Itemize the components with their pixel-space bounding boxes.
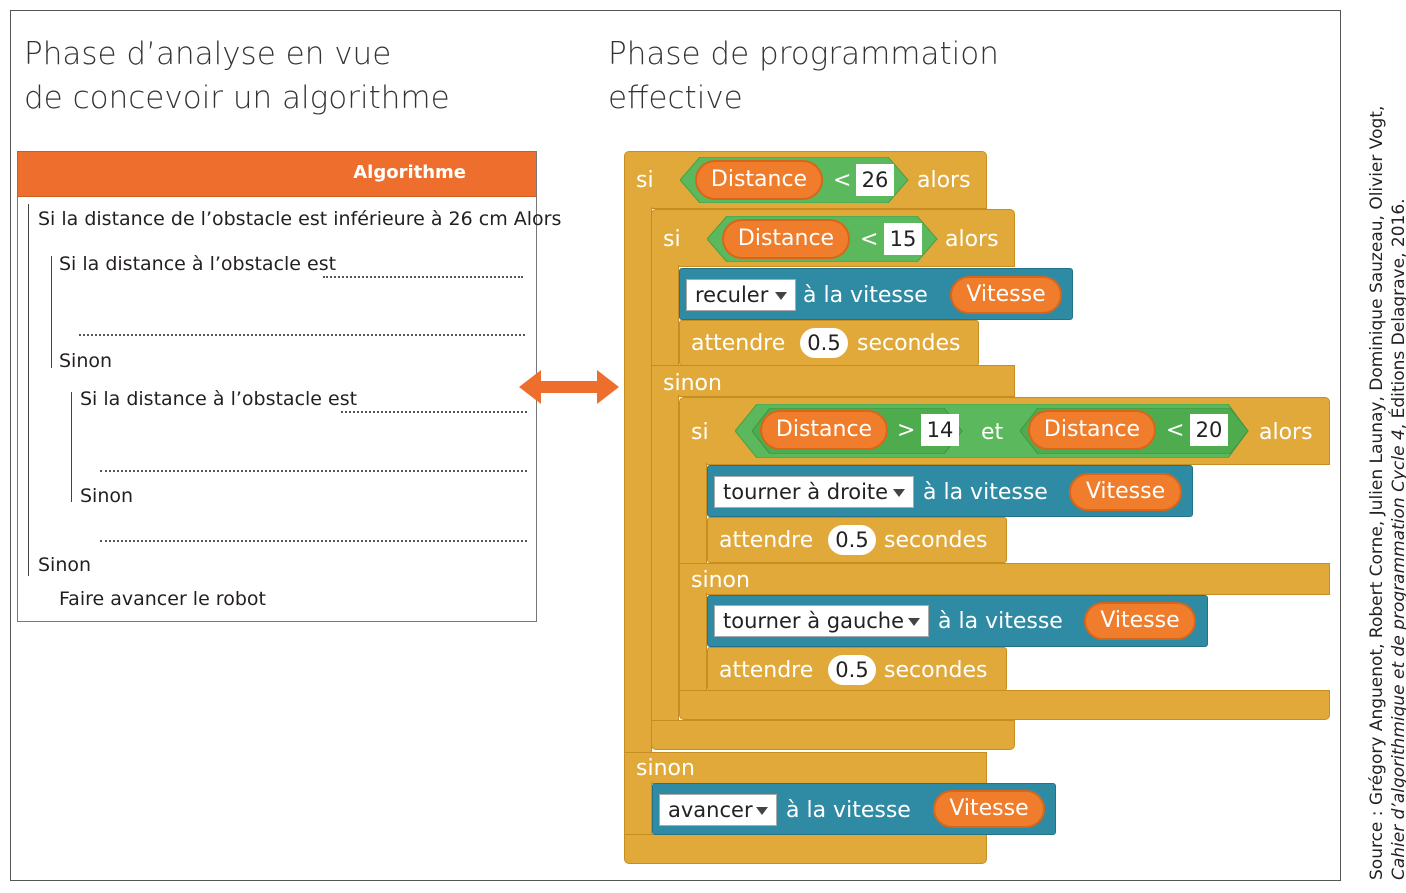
si-label: si [636, 168, 654, 193]
programming-phase-title: Phase de programmation effective [608, 36, 999, 116]
vitesse-reporter[interactable]: Vitesse [933, 790, 1045, 828]
et-label: et [981, 420, 1004, 445]
direction-dropdown[interactable]: reculer [686, 279, 796, 311]
double-arrow-icon [519, 370, 619, 404]
alors-label: alors [917, 168, 971, 193]
else-compound-bar[interactable] [679, 563, 1330, 595]
distance-reporter[interactable]: Distance [760, 410, 888, 450]
direction-dropdown[interactable]: avancer [659, 794, 777, 826]
number-20-input[interactable]: 20 [1190, 414, 1228, 446]
less-than-label: < [1166, 418, 1185, 443]
attendre-label: attendre [691, 331, 786, 356]
dotted-blank [100, 540, 527, 542]
si-label: si [663, 227, 681, 252]
vitesse-reporter[interactable]: Vitesse [1084, 602, 1196, 640]
algo-line: Si la distance à l’obstacle est [59, 253, 337, 275]
distance-reporter[interactable]: Distance [1028, 410, 1156, 450]
distance-reporter[interactable]: Distance [722, 219, 850, 259]
indent-bar [28, 204, 29, 576]
if-block-outer-side [624, 207, 652, 752]
speed-label: à la vitesse [938, 609, 1063, 634]
distance-reporter[interactable]: Distance [695, 160, 823, 200]
algorithm-header: Algorithme [18, 152, 536, 197]
less-than-label: < [833, 168, 852, 193]
sinon-label: sinon [663, 371, 722, 396]
chevron-down-icon [893, 489, 905, 497]
chevron-down-icon [775, 292, 787, 300]
wait-seconds-input[interactable]: 0.5 [828, 525, 876, 555]
algo-line: Sinon [59, 350, 113, 372]
direction-dropdown[interactable]: tourner à droite [714, 476, 914, 508]
algo-line: Sinon [80, 485, 134, 507]
secondes-label: secondes [857, 331, 961, 356]
greater-than-label: > [897, 418, 916, 443]
dotted-blank [100, 470, 527, 472]
attendre-label: attendre [719, 528, 814, 553]
dotted-blank [341, 411, 527, 413]
if-block-compound-bottom [679, 690, 1330, 720]
number-15-input[interactable]: 15 [884, 223, 922, 255]
sinon-label: sinon [691, 568, 750, 593]
attendre-label: attendre [719, 658, 814, 683]
wait-seconds-input[interactable]: 0.5 [828, 655, 876, 685]
alors-label: alors [945, 227, 999, 252]
alors-label: alors [1259, 420, 1313, 445]
vitesse-reporter[interactable]: Vitesse [1069, 473, 1182, 511]
si-label: si [691, 420, 709, 445]
speed-label: à la vitesse [786, 798, 911, 823]
direction-dropdown[interactable]: tourner à gauche [714, 605, 929, 637]
dotted-blank [323, 276, 523, 278]
figure-frame [10, 10, 1341, 881]
else-inner-side [651, 395, 679, 722]
else-outer-side [624, 782, 652, 834]
indent-bar [51, 256, 52, 368]
sinon-label: sinon [636, 756, 695, 781]
dotted-blank [79, 334, 525, 336]
algorithm-box: Algorithme Si la distance de l’obstacle … [17, 151, 561, 622]
indent-bar [71, 392, 72, 502]
algo-line: Si la distance à l’obstacle est [80, 388, 358, 410]
if-block-inner-side [651, 265, 679, 365]
number-26-input[interactable]: 26 [856, 164, 894, 196]
algo-line: Sinon [38, 554, 92, 576]
secondes-label: secondes [884, 528, 988, 553]
else-outer-bar[interactable] [624, 752, 987, 784]
secondes-label: secondes [884, 658, 988, 683]
if-block-inner-bottom [651, 720, 1015, 750]
number-14-input[interactable]: 14 [921, 414, 959, 446]
else-inner-bar[interactable] [651, 365, 1015, 397]
less-than-label: < [860, 227, 879, 252]
algo-line: Si la distance de l’obstacle est inférie… [38, 208, 562, 230]
chevron-down-icon [908, 618, 920, 626]
if-block-compound-side [679, 463, 707, 563]
if-block-outer-bottom [624, 834, 987, 864]
algo-line: Faire avancer le robot [59, 588, 266, 610]
else-compound-side [679, 593, 707, 691]
analysis-phase-title: Phase d’analyse en vue de concevoir un a… [24, 36, 450, 116]
vitesse-reporter[interactable]: Vitesse [950, 276, 1062, 314]
source-credit: Source : Grégory Anguenot, Robert Corne,… [1367, 105, 1406, 880]
speed-label: à la vitesse [923, 480, 1048, 505]
wait-seconds-input[interactable]: 0.5 [800, 328, 848, 358]
chevron-down-icon [756, 807, 768, 815]
speed-label: à la vitesse [803, 283, 928, 308]
